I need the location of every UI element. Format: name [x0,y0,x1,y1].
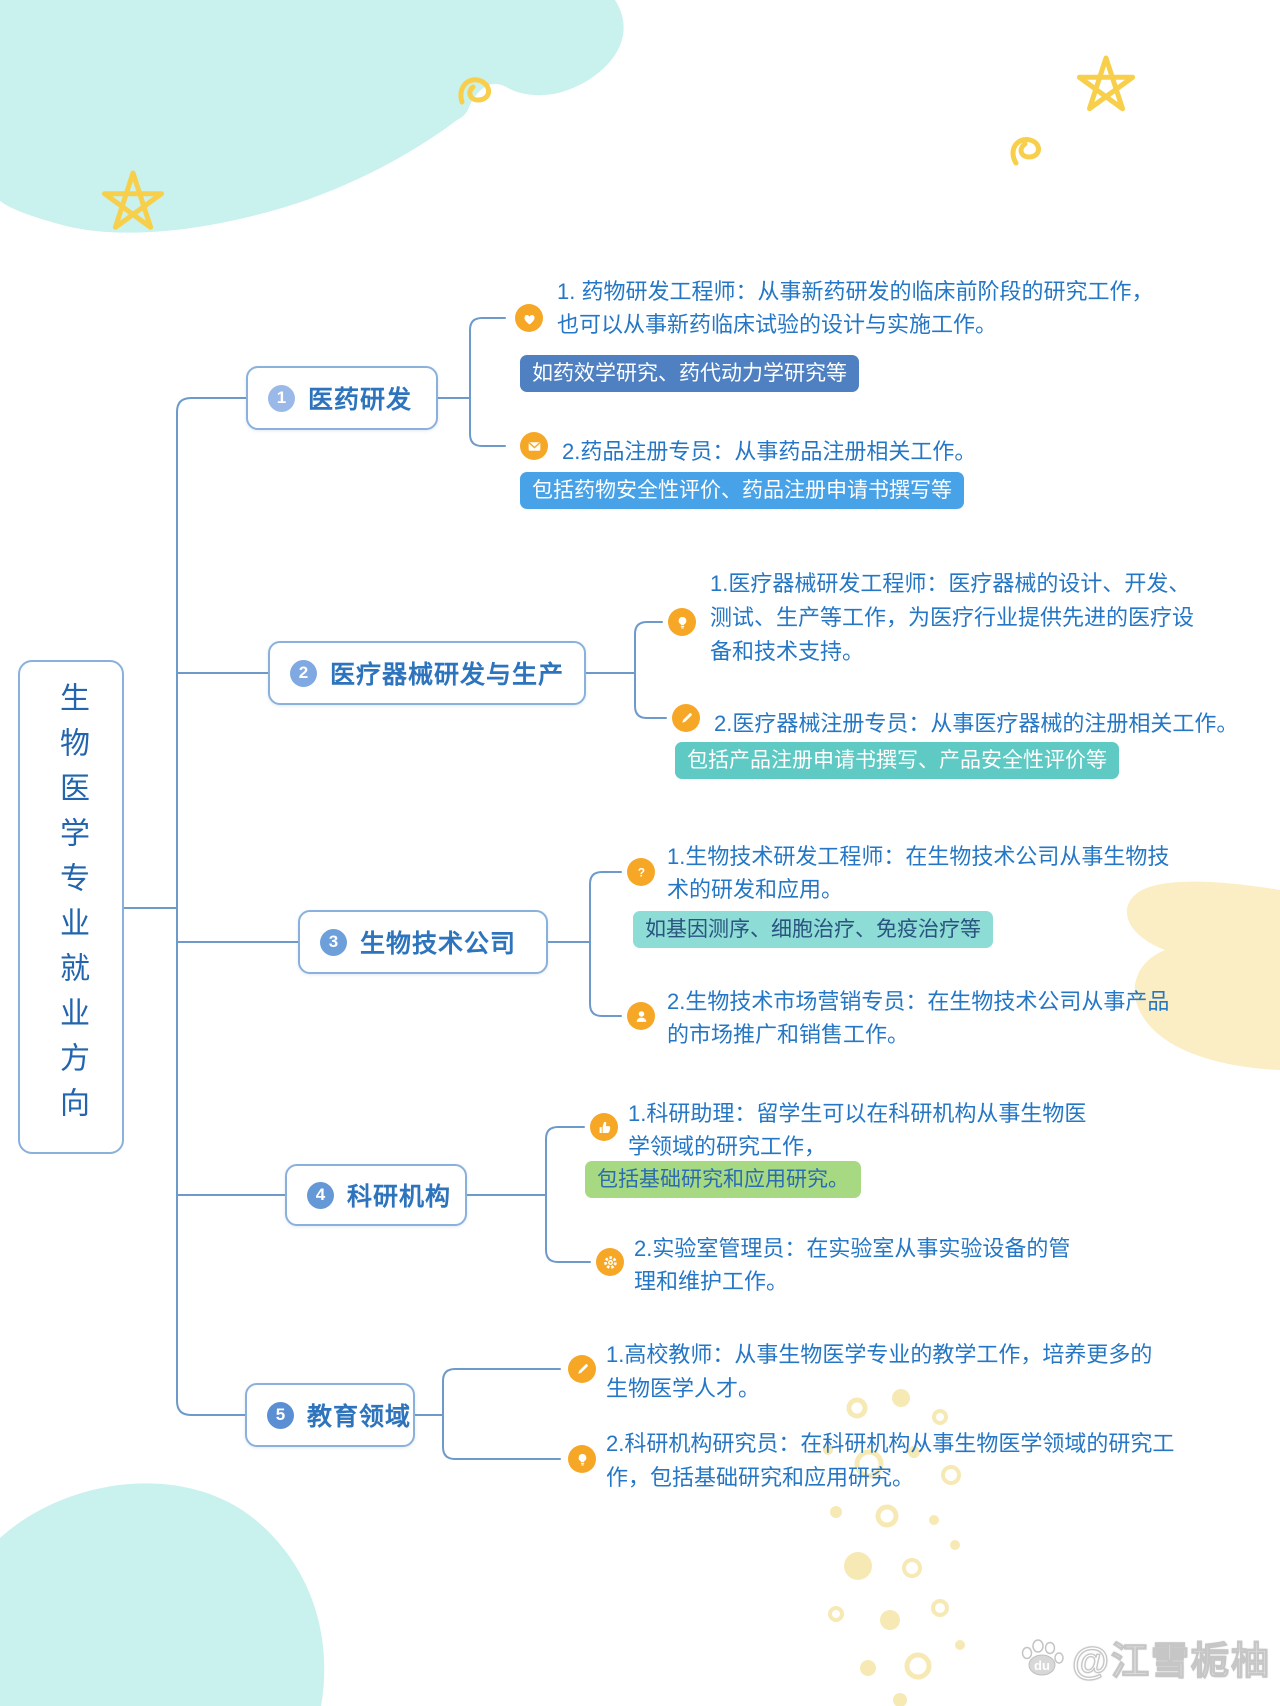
branch-node-medical-devices[interactable]: 2 医疗器械研发与生产 [268,641,586,705]
item-university-teacher[interactable]: 1.高校教师：从事生物医学专业的教学工作，培养更多的 生物医学人才。 [606,1342,1153,1401]
branch-node-biotech-company[interactable]: 3 生物技术公司 [298,910,548,974]
question-icon: ? [627,858,655,886]
lightbulb-icon [668,608,696,636]
branch-number-badge: 3 [320,928,347,956]
root-node[interactable]: 生物医学专业就业方向 [18,660,124,1154]
bracket-branch2-spine [634,621,667,719]
root-title: 生物医学专业就业方向 [55,682,88,1132]
squiggle-doodle-right [1010,137,1041,166]
branch-node-pharma-rd[interactable]: 1 医药研发 [246,366,438,430]
paw-label: du [1034,1658,1050,1673]
cyan-blob-bottom-left [0,1483,325,1706]
tag-product-registration[interactable]: 包括产品注册申请书撰写、产品安全性评价等 [675,742,1119,779]
item-biotech-rd-engineer[interactable]: 1.生物技术研发工程师：在生物技术公司从事生物技 术的研发和应用。 [667,844,1170,902]
branch-node-research-institution[interactable]: 4 科研机构 [285,1164,467,1226]
squiggle-doodle-top [458,77,491,105]
heart-hands-icon [515,304,543,332]
watermark: du @江雪栀柚 [1018,1630,1271,1685]
tag-pharmacology-research[interactable]: 如药效学研究、药代动力学研究等 [520,355,859,392]
branch-number-badge: 5 [267,1401,294,1429]
bracket-branch1-spine [469,317,506,447]
item-device-rd-engineer[interactable]: 1.医疗器械研发工程师：医疗器械的设计、开发、 测试、生产等工作，为医疗行业提供… [710,571,1195,664]
bracket-branch5-spine [442,1368,561,1460]
branch-number-badge: 2 [290,659,317,687]
item-drug-registration[interactable]: 2.药品注册专员：从事药品注册相关工作。 [562,439,977,464]
pencil-icon [672,704,700,732]
person-icon [627,1002,655,1030]
thumbs-up-icon [590,1113,618,1141]
item-research-assistant[interactable]: 1.科研助理：留学生可以在科研机构从事生物医 学领域的研究工作， [628,1101,1087,1159]
watermark-text: @江雪栀柚 [1071,1640,1272,1683]
pencil-icon [568,1355,596,1383]
cyan-blob-top-left [0,0,624,233]
tag-drug-safety[interactable]: 包括药物安全性评价、药品注册申请书撰写等 [520,472,964,509]
branch-label: 医药研发 [308,386,413,414]
star-doodle-left [102,170,164,230]
bracket-branch3-spine [589,871,622,1017]
branch-number-badge: 1 [268,384,295,412]
gear-icon [596,1248,624,1276]
item-device-registration[interactable]: 2.医疗器械注册专员：从事医疗器械的注册相关工作。 [714,711,1239,736]
branch-label: 医疗器械研发与生产 [330,661,565,689]
item-institution-researcher[interactable]: 2.科研机构研究员：在科研机构从事生物医学领域的研究工 作，包括基础研究和应用研… [606,1431,1175,1490]
branch-label: 生物技术公司 [360,930,517,958]
branch-label: 教育领域 [307,1403,412,1431]
star-doodle-top-right [1076,55,1136,112]
lightbulb-icon [568,1445,596,1473]
envelope-icon [520,432,548,460]
svg-text:?: ? [637,866,644,879]
item-drug-rd-engineer[interactable]: 1. 药物研发工程师：从事新药研发的临床前阶段的研究工作， 也可以从事新药临床试… [557,279,1154,337]
bracket-branch4-spine [545,1126,591,1263]
branch-label: 科研机构 [347,1183,452,1211]
trunk-line [176,397,247,1416]
branch-number-badge: 4 [307,1181,334,1209]
item-biotech-marketing[interactable]: 2.生物技术市场营销专员：在生物技术公司从事产品 的市场推广和销售工作。 [667,989,1170,1047]
paw-icon: du [1021,1638,1064,1675]
branch-node-education[interactable]: 5 教育领域 [245,1383,415,1447]
tag-gene-sequencing[interactable]: 如基因测序、细胞治疗、免疫治疗等 [633,911,993,948]
tag-basic-applied-research[interactable]: 包括基础研究和应用研究。 [585,1161,861,1198]
item-lab-manager[interactable]: 2.实验室管理员：在实验室从事实验设备的管 理和维护工作。 [634,1236,1071,1294]
